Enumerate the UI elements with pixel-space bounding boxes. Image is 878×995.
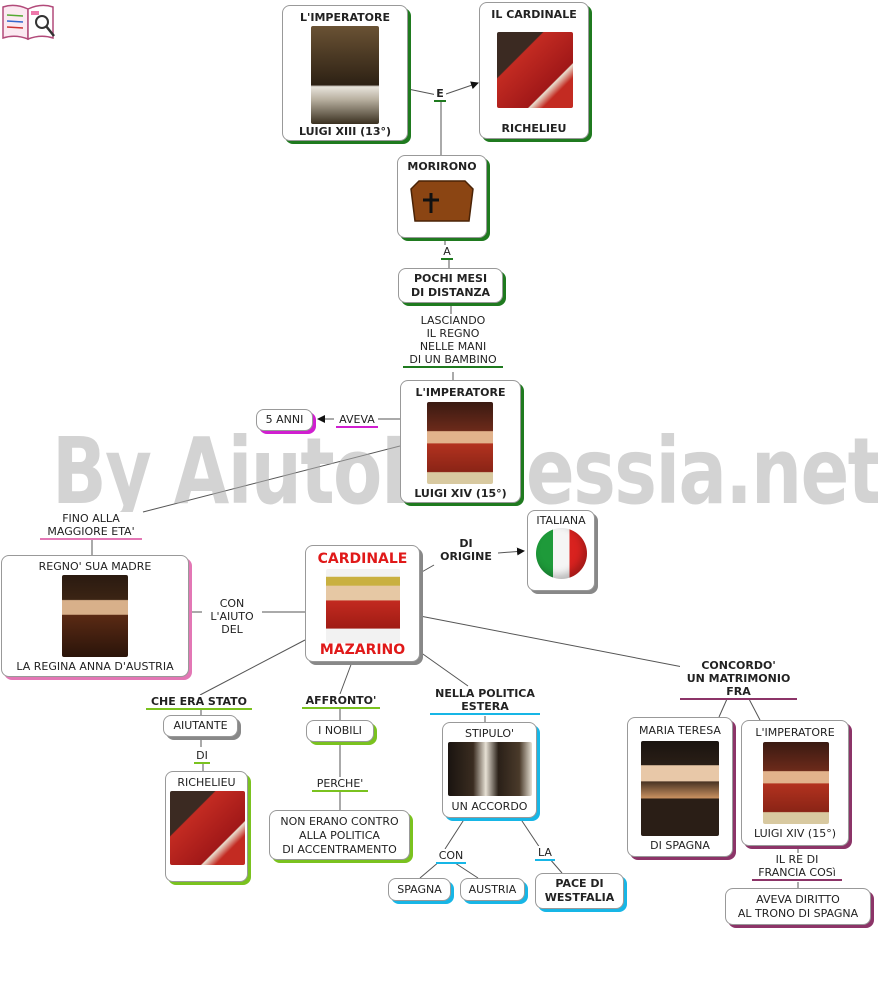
node-luigi-xiii-name: LUIGI XIII (13°): [298, 125, 392, 138]
node-spagna[interactable]: SPAGNA: [388, 878, 451, 901]
node-mazarino-name: MAZARINO: [319, 642, 406, 658]
portrait-luigi-xiv-2: [763, 742, 829, 824]
node-richelieu-title: IL CARDINALE: [491, 8, 577, 21]
label-affronto: AFFRONTO': [302, 694, 380, 709]
node-richelieu-2-title: RICHELIEU: [177, 776, 236, 789]
node-morirono-title: MORIRONO: [407, 160, 477, 173]
node-luigi-xiii[interactable]: L'IMPERATORE LUIGI XIII (13°): [282, 5, 408, 141]
italy-flag-icon: [536, 528, 587, 579]
node-regno-madre-title: REGNO' SUA MADRE: [38, 560, 152, 573]
node-5-anni[interactable]: 5 ANNI: [256, 409, 313, 431]
label-a: A: [441, 245, 453, 260]
node-aiutante[interactable]: AIUTANTE: [163, 715, 238, 737]
label-concordo: CONCORDO' UN MATRIMONIO FRA: [680, 659, 797, 700]
label-fino: FINO ALLA MAGGIORE ETA': [40, 512, 142, 540]
node-luigi-xiv-2[interactable]: L'IMPERATORE LUIGI XIV (15°): [741, 720, 849, 846]
node-pace-westfalia[interactable]: PACE DI WESTFALIA: [535, 873, 624, 909]
portrait-luigi-xiv: [427, 402, 493, 484]
portrait-mazarino: [326, 569, 400, 643]
label-re-francia: IL RE DI FRANCIA COSì: [752, 853, 842, 881]
label-e: E: [434, 87, 446, 102]
node-stipulo-title: STIPULO': [464, 727, 515, 740]
node-non-erano[interactable]: NON ERANO CONTRO ALLA POLITICA DI ACCENT…: [269, 810, 410, 860]
node-luigi-xiv-name: LUIGI XIV (15°): [414, 487, 507, 500]
node-richelieu-2[interactable]: RICHELIEU: [165, 771, 248, 882]
node-richelieu[interactable]: IL CARDINALE RICHELIEU: [479, 2, 589, 139]
portrait-maria-teresa: [641, 741, 719, 836]
node-italiana-title: ITALIANA: [536, 514, 586, 527]
node-nobili[interactable]: I NOBILI: [306, 720, 374, 742]
node-maria-teresa-title: MARIA TERESA: [639, 724, 721, 737]
node-austria[interactable]: AUSTRIA: [460, 878, 525, 901]
label-con-aiuto: CON L'AIUTO DEL: [202, 597, 262, 636]
node-regno-madre[interactable]: REGNO' SUA MADRE LA REGINA ANNA D'AUSTRI…: [1, 555, 189, 677]
node-luigi-xiv-2-name: LUIGI XIV (15°): [753, 827, 837, 840]
node-regno-madre-name: LA REGINA ANNA D'AUSTRIA: [16, 660, 174, 673]
node-maria-teresa[interactable]: MARIA TERESA DI SPAGNA: [627, 717, 733, 857]
node-luigi-xiv[interactable]: L'IMPERATORE LUIGI XIV (15°): [400, 380, 521, 503]
label-politica-estera: NELLA POLITICA ESTERA: [430, 687, 540, 715]
node-italiana[interactable]: ITALIANA: [527, 510, 595, 591]
portrait-richelieu: [497, 32, 573, 108]
portrait-anna-austria: [62, 575, 128, 657]
label-aveva: AVEVA: [336, 413, 378, 428]
node-stipulo[interactable]: STIPULO' UN ACCORDO: [442, 722, 537, 818]
node-pochi-mesi[interactable]: POCHI MESI DI DISTANZA: [398, 268, 503, 303]
painting-accordo: [448, 742, 532, 796]
node-mazarino-title: CARDINALE: [317, 551, 408, 567]
label-con: CON: [436, 849, 466, 864]
node-maria-teresa-name: DI SPAGNA: [650, 839, 710, 852]
node-luigi-xiv-title: L'IMPERATORE: [415, 386, 506, 399]
label-la: LA: [535, 846, 555, 861]
label-che-era-stato: CHE ERA STATO: [146, 695, 252, 710]
node-morirono[interactable]: MORIRONO: [397, 155, 487, 238]
book-logo-icon[interactable]: [1, 1, 57, 43]
node-mazarino[interactable]: CARDINALE MAZARINO: [305, 545, 420, 662]
portrait-richelieu-2: [170, 791, 245, 865]
node-richelieu-name: RICHELIEU: [501, 122, 567, 135]
coffin-icon: [407, 179, 477, 225]
label-di: DI: [194, 749, 210, 764]
node-stipulo-name: UN ACCORDO: [451, 800, 528, 813]
label-di-origine: DI ORIGINE: [434, 537, 498, 563]
node-diritto-trono[interactable]: AVEVA DIRITTO AL TRONO DI SPAGNA: [725, 888, 871, 925]
portrait-luigi-xiii: [311, 26, 379, 124]
node-luigi-xiv-2-title: L'IMPERATORE: [755, 726, 835, 739]
node-luigi-xiii-title: L'IMPERATORE: [300, 11, 390, 24]
label-lasciando: LASCIANDO IL REGNO NELLE MANI DI UN BAMB…: [403, 314, 503, 368]
label-perche: PERCHE': [312, 777, 368, 792]
